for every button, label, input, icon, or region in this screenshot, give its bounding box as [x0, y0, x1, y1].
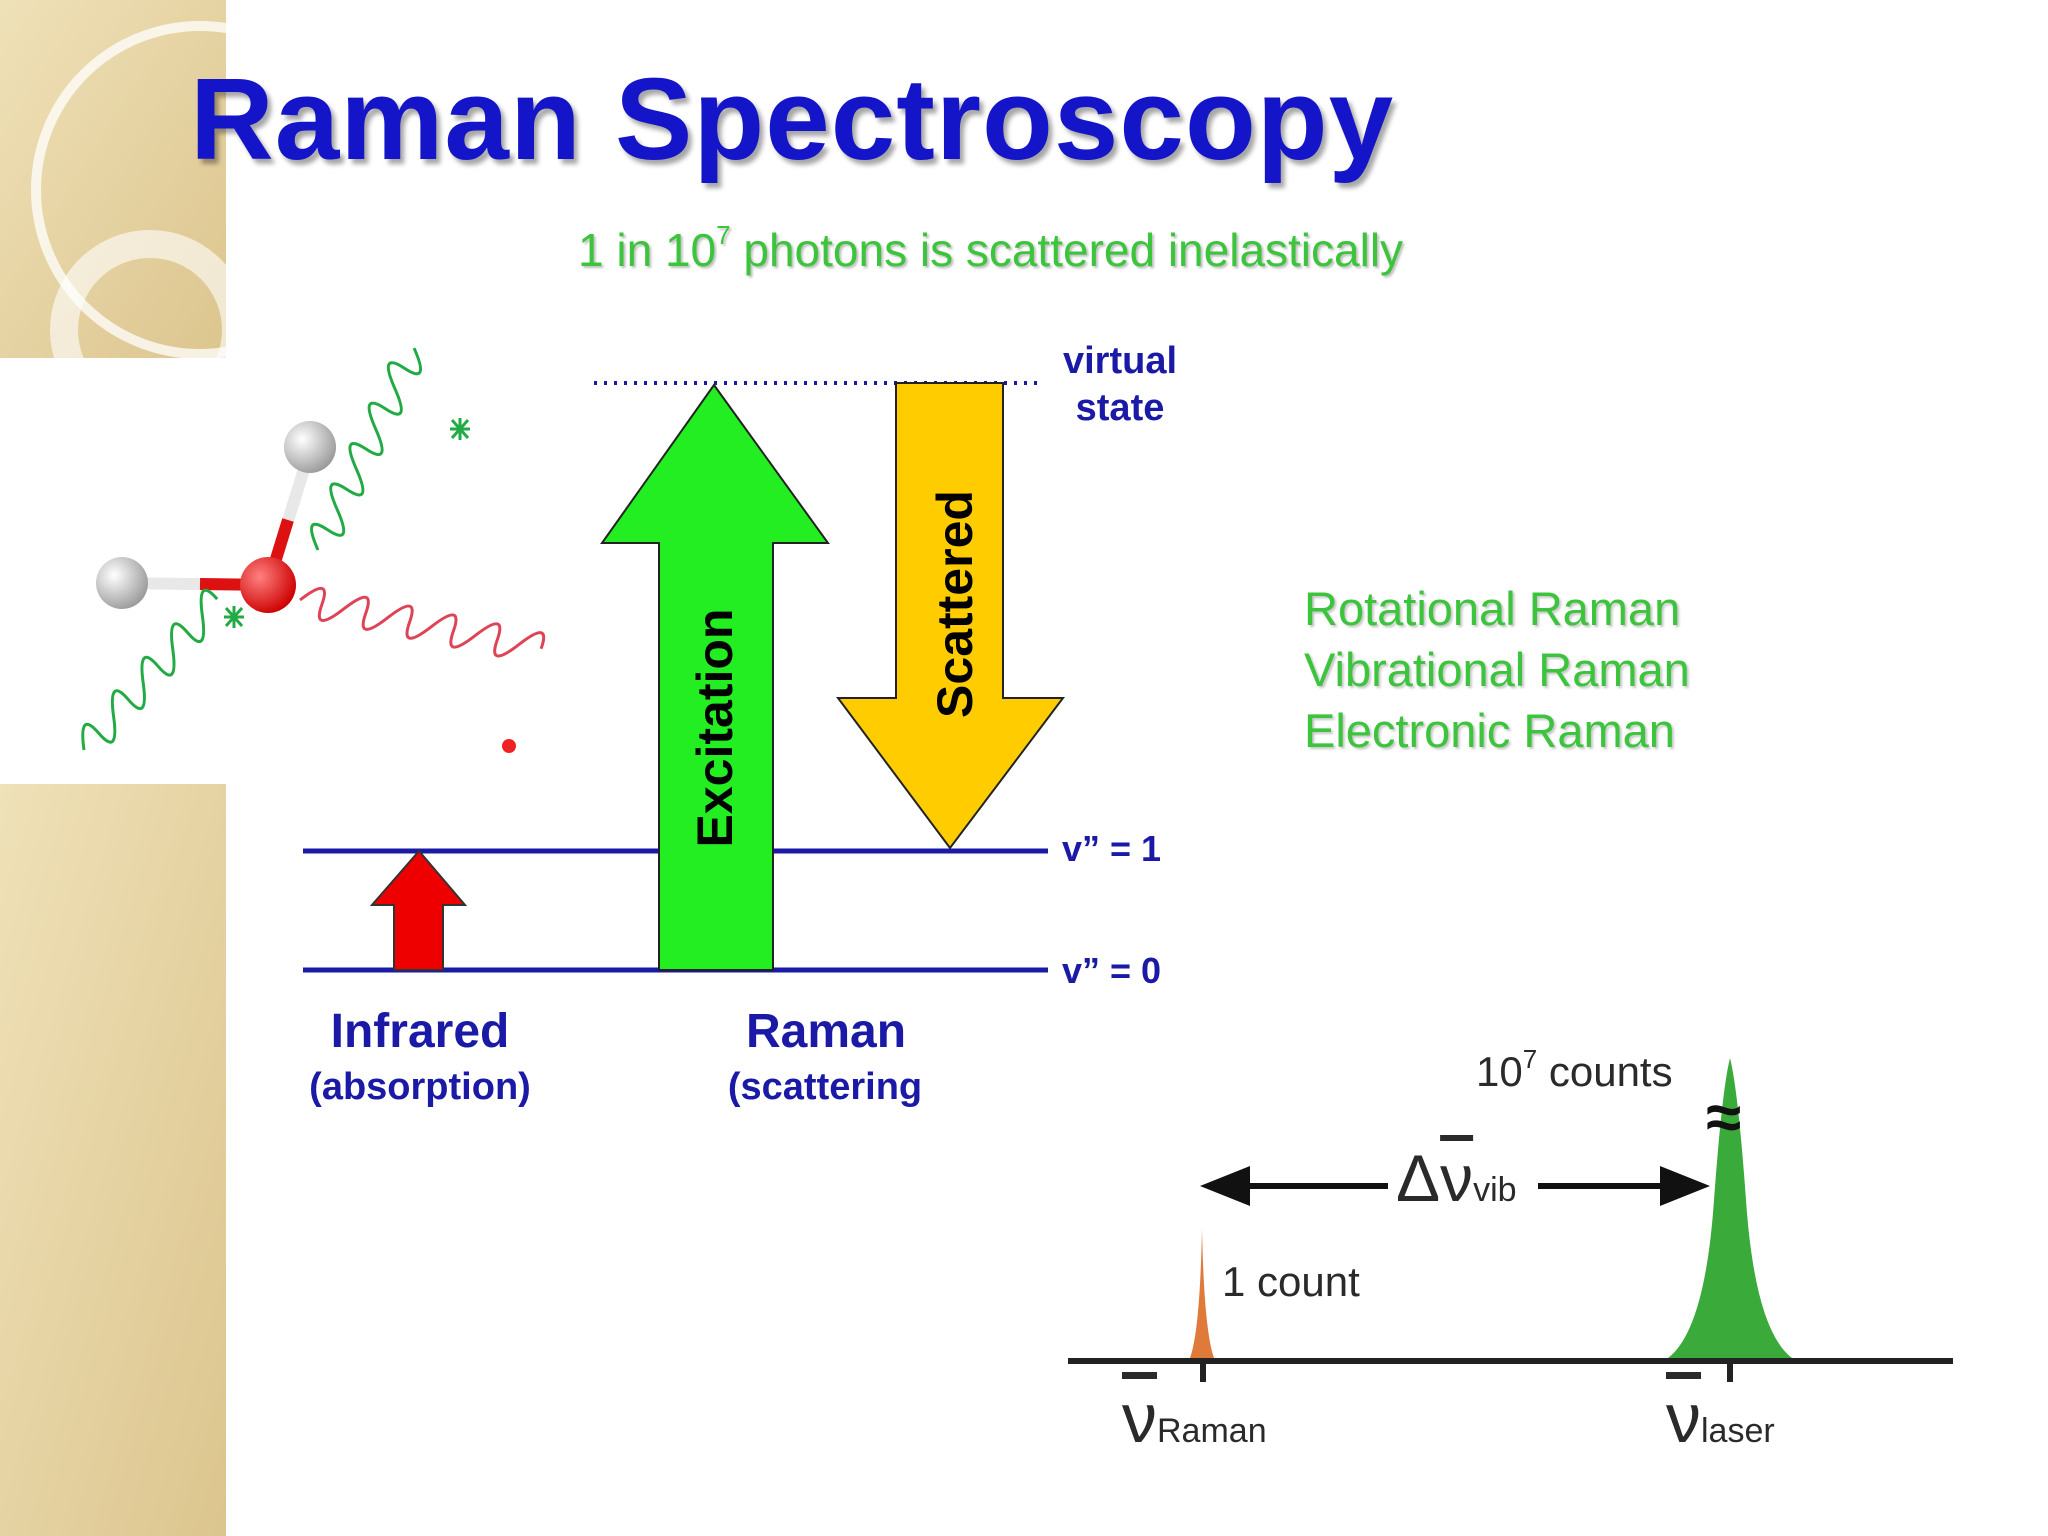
incoming-photon-wave [81, 588, 219, 751]
raman-type-item: Electronic Raman [1304, 704, 1675, 757]
decor-ring-large [31, 21, 369, 359]
level-v0-label: v” = 0 [1062, 950, 1162, 991]
water-molecule [96, 421, 336, 613]
scattered-photon-wave [310, 347, 423, 551]
infrared-title: Infrared [330, 1005, 510, 1058]
raman-peak [1190, 1228, 1214, 1358]
slide-title: Raman Spectroscopy [190, 54, 1395, 184]
raman-type-item: Rotational Raman [1304, 582, 1681, 635]
oxygen-atom [240, 557, 296, 613]
decor-ring-small [50, 230, 250, 430]
infrared-arrow [369, 849, 468, 971]
delta-nu-vib-label: Δνvib [1396, 1140, 1517, 1216]
hydrogen-atom-left [96, 557, 148, 609]
photon-star-icon [224, 606, 244, 628]
nu-laser-sub: laser [1701, 1412, 1775, 1450]
raman-type-item: Vibrational Raman [1304, 643, 1690, 696]
virtual-state-label-line1: virtual [1062, 340, 1178, 382]
laser-counts-text: counts [1537, 1048, 1673, 1095]
virtual-state-label-line2: state [1075, 387, 1165, 429]
scattered-arrow [836, 382, 1066, 850]
photon-star-icon [450, 418, 470, 440]
nu-symbol: ν [1122, 1379, 1157, 1457]
raman-photon-dot-icon [502, 739, 516, 753]
excitation-arrow [600, 383, 830, 971]
delta-symbol: Δ [1396, 1141, 1441, 1215]
subtitle-exponent: 7 [716, 220, 731, 250]
tan-panel-bottom [0, 784, 226, 1536]
level-v1-label: v” = 1 [1062, 828, 1162, 869]
nu-raman-label: νRaman [1122, 1378, 1267, 1458]
laser-counts-base: 10 [1476, 1048, 1523, 1095]
subtitle-suffix: photons is scattered inelastically [730, 224, 1404, 276]
raman-subtitle: (scattering [727, 1066, 923, 1108]
raman-types-list: Rotational Raman Vibrational Raman Elect… [1304, 578, 1690, 761]
nu-raman-sub: Raman [1157, 1412, 1267, 1450]
laser-peak [1668, 1058, 1792, 1358]
slide-subtitle: 1 in 107 photons is scattered inelastica… [578, 220, 1403, 277]
axis-break-symbol: ≈ [1706, 1081, 1742, 1153]
nu-laser-label: νlaser [1666, 1378, 1775, 1458]
raman-title: Raman [745, 1005, 907, 1058]
laser-peak-counts-label: 107 counts [1476, 1044, 1673, 1096]
raman-photon-wave [299, 586, 546, 658]
raman-peak-count-label: 1 count [1222, 1258, 1360, 1305]
delta-sub: vib [1473, 1171, 1517, 1209]
infrared-subtitle: (absorption) [309, 1066, 531, 1108]
laser-counts-exponent: 7 [1522, 1044, 1538, 1074]
double-arrow [1200, 1166, 1710, 1206]
virtual-state-label: virtual state [1060, 338, 1180, 432]
hydrogen-atom-top [284, 421, 336, 473]
nu-symbol: ν [1666, 1379, 1701, 1457]
nu-symbol: ν [1440, 1141, 1474, 1215]
subtitle-prefix: 1 in 10 [578, 224, 717, 276]
